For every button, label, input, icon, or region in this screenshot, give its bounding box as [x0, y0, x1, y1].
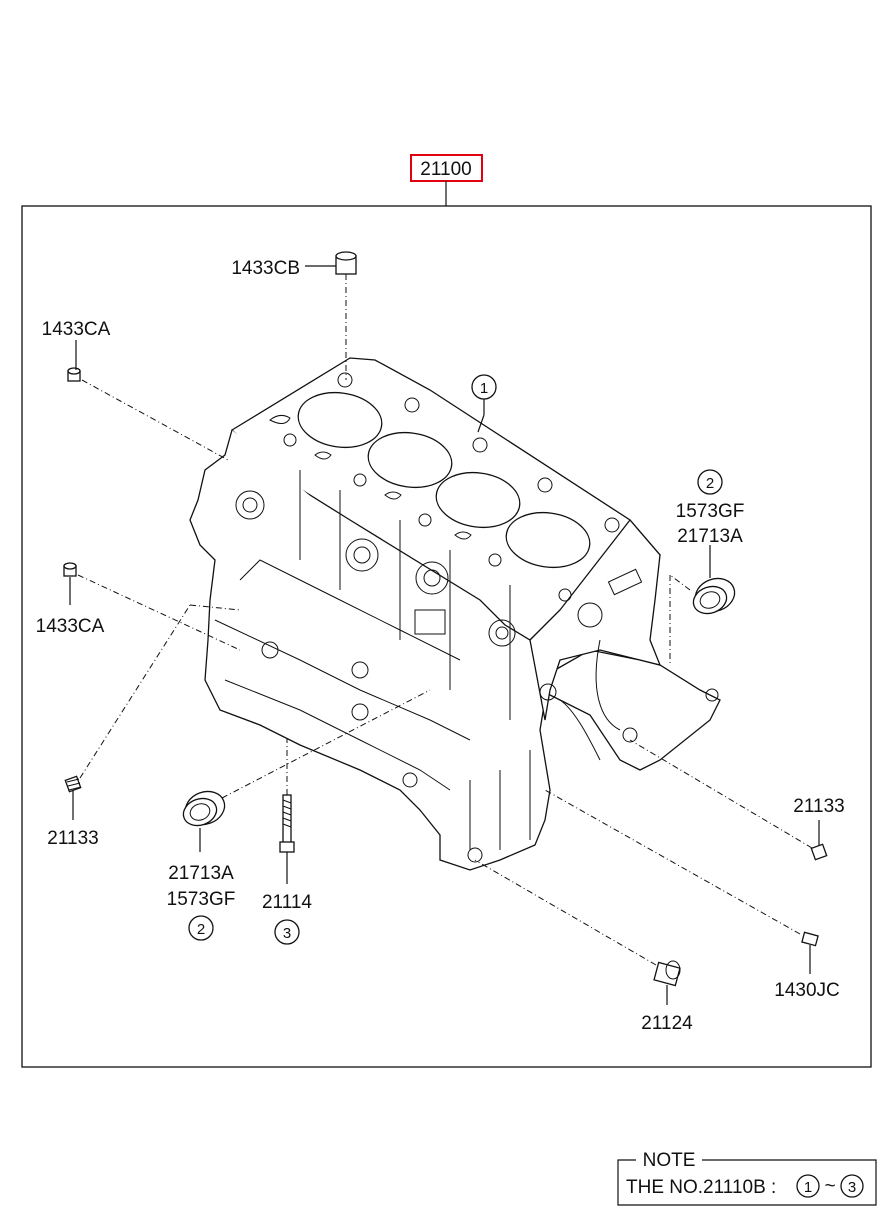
note-separator: ~	[824, 1176, 835, 1197]
label-1433CA-mid[interactable]: 1433CA	[36, 616, 105, 637]
note-callout-from-text: 1	[804, 1179, 812, 1196]
label-21133-right[interactable]: 21133	[793, 796, 844, 817]
pin-1430JC-icon	[801, 931, 819, 947]
note-box: NOTE THE NO.21110B : 1 ~ 3	[617, 1150, 877, 1206]
callout-2-left	[188, 915, 214, 941]
note-callout-to-text: 3	[848, 1179, 856, 1196]
seal-21713A-left-icon	[182, 790, 226, 827]
note-title: NOTE	[643, 1150, 696, 1171]
callout-3	[274, 919, 300, 945]
label-21133-left[interactable]: 21133	[47, 828, 98, 849]
label-1433CA-top[interactable]: 1433CA	[42, 319, 111, 340]
note-callout-to	[840, 1174, 864, 1198]
callout-2-right	[697, 469, 723, 495]
bolt-21114-icon	[279, 794, 295, 853]
label-1573GF-left[interactable]: 1573GF	[167, 889, 236, 910]
note-text: THE NO.21110B :	[626, 1177, 776, 1198]
dowel-1433CA-top-icon	[67, 367, 81, 382]
dowel-sleeve-1433CB-icon	[335, 251, 357, 275]
dowel-1433CA-mid-icon	[63, 562, 77, 577]
callout-2-right-text: 2	[706, 475, 714, 492]
label-21713A-left[interactable]: 21713A	[168, 863, 234, 884]
plug-21133-left-icon	[64, 775, 82, 793]
callout-2-left-text: 2	[197, 921, 205, 938]
dowel-21124-icon	[653, 960, 681, 987]
label-1430JC[interactable]: 1430JC	[774, 980, 840, 1001]
callout-1-text: 1	[480, 380, 488, 397]
engine-block-illustration	[189, 357, 721, 871]
label-21124[interactable]: 21124	[641, 1013, 693, 1034]
label-1573GF-right[interactable]: 1573GF	[676, 501, 745, 522]
plug-21133-right-icon	[810, 843, 828, 861]
diagram-frame	[21, 205, 872, 1068]
note-callout-from	[796, 1174, 820, 1198]
label-21114[interactable]: 21114	[262, 892, 312, 913]
main-part-number[interactable]: 21100	[420, 159, 471, 180]
callout-3-text: 3	[283, 925, 291, 942]
label-1433CB[interactable]: 1433CB	[231, 258, 300, 279]
label-21713A-right[interactable]: 21713A	[677, 526, 743, 547]
seal-21713A-right-icon	[692, 577, 736, 615]
